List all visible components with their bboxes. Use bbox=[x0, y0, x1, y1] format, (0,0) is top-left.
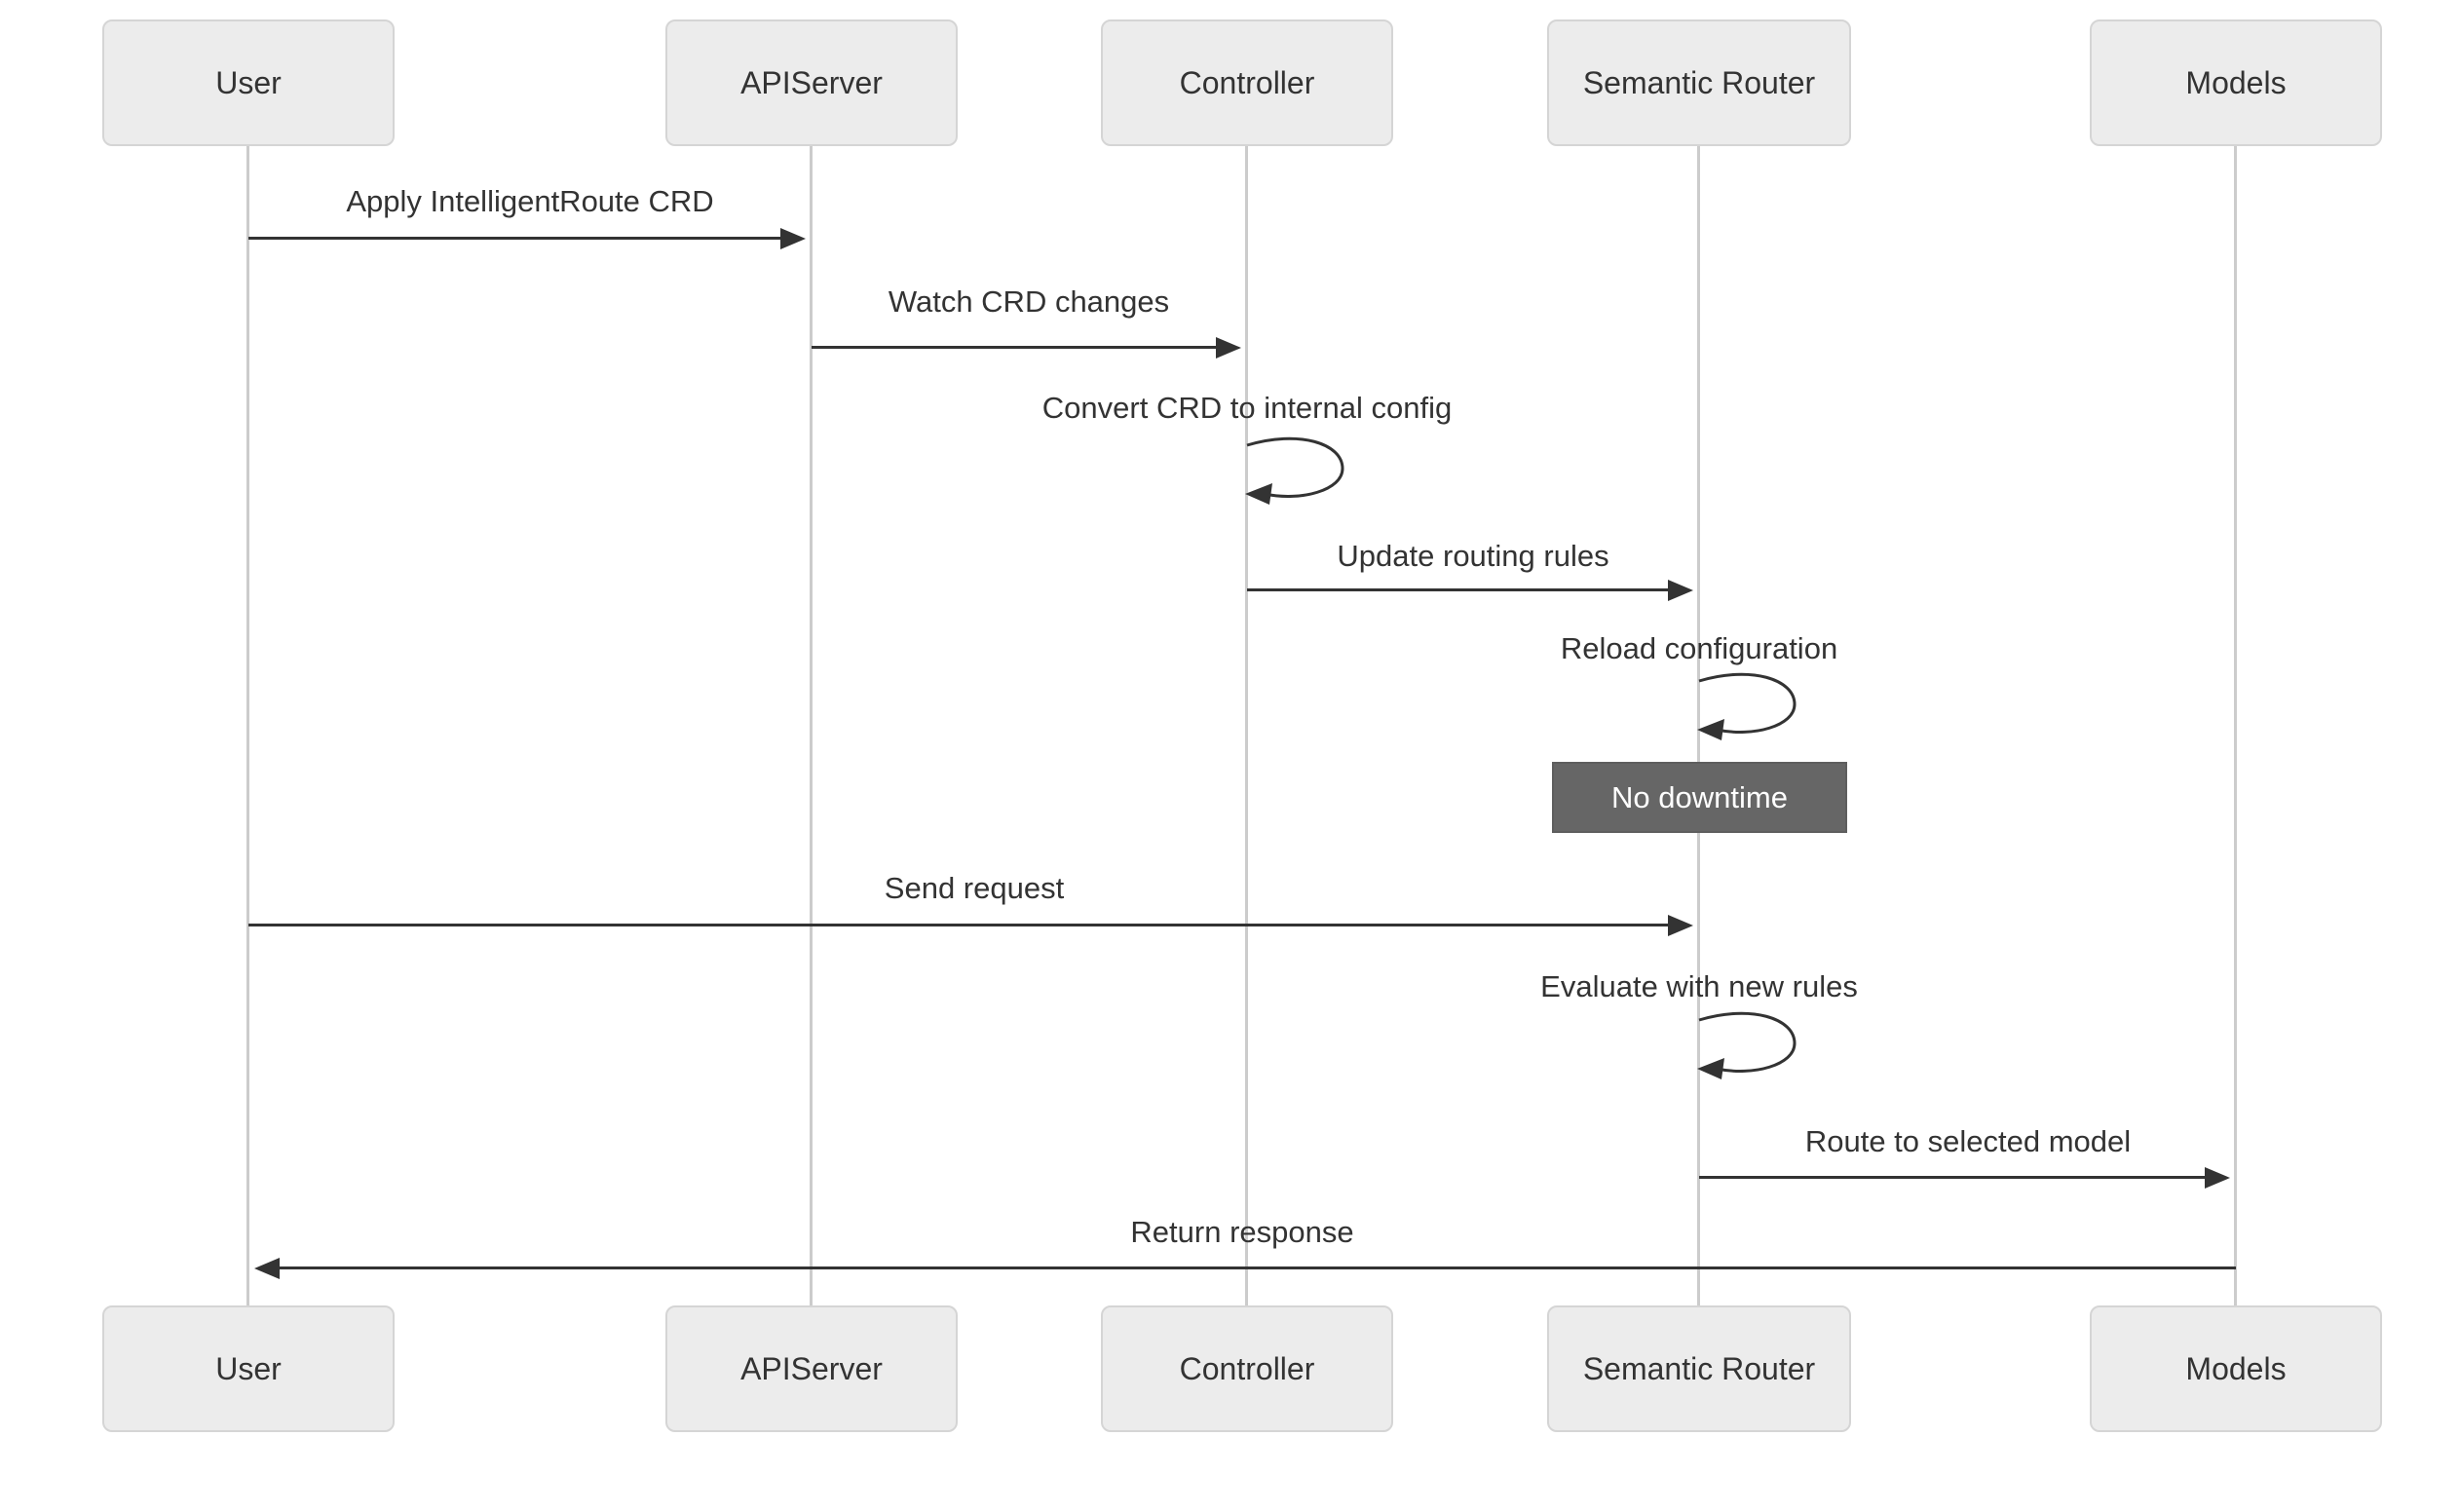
message-label: Update routing rules bbox=[1337, 539, 1609, 573]
lifeline-apiserver bbox=[810, 146, 813, 1305]
participant-models-bottom: Models bbox=[2090, 1305, 2382, 1432]
message-label: Watch CRD changes bbox=[888, 284, 1170, 319]
message-arrow bbox=[1247, 588, 1670, 591]
lifeline-controller bbox=[1245, 146, 1248, 1305]
participant-models-top: Models bbox=[2090, 19, 2382, 146]
message-label: Convert CRD to internal config bbox=[1041, 391, 1453, 425]
message-arrow bbox=[248, 924, 1670, 926]
participant-user-bottom: User bbox=[102, 1305, 395, 1432]
message-label: Route to selected model bbox=[1804, 1124, 2132, 1158]
message-label: Send request bbox=[884, 871, 1065, 905]
message-label: Reload configuration bbox=[1560, 631, 1838, 665]
self-loop-arrow bbox=[1245, 436, 1344, 505]
self-loop-arrow bbox=[1697, 672, 1797, 740]
participant-user-top: User bbox=[102, 19, 395, 146]
participant-semantic-router-bottom: Semantic Router bbox=[1547, 1305, 1851, 1432]
lifeline-user bbox=[246, 146, 249, 1305]
arrowhead bbox=[2205, 1167, 2230, 1189]
note-label: No downtime bbox=[1611, 779, 1788, 814]
message-arrow bbox=[278, 1266, 2236, 1269]
message-arrow bbox=[248, 237, 782, 240]
participant-apiserver-top: APIServer bbox=[665, 19, 958, 146]
self-loop-arrow bbox=[1697, 1011, 1797, 1079]
message-label: Evaluate with new rules bbox=[1540, 969, 1858, 1003]
message-arrow bbox=[812, 346, 1218, 349]
message-label: Apply IntelligentRoute CRD bbox=[346, 184, 714, 218]
message-arrow bbox=[1699, 1176, 2207, 1179]
participant-controller-bottom: Controller bbox=[1101, 1305, 1393, 1432]
lifeline-semantic-router bbox=[1697, 146, 1700, 1305]
arrowhead bbox=[1216, 337, 1241, 359]
participant-apiserver-bottom: APIServer bbox=[665, 1305, 958, 1432]
arrowhead bbox=[1668, 915, 1693, 936]
lifeline-models bbox=[2234, 146, 2237, 1305]
arrowhead bbox=[780, 228, 806, 249]
note-no-downtime: No downtime bbox=[1552, 762, 1847, 833]
arrowhead bbox=[1668, 580, 1693, 601]
participant-controller-top: Controller bbox=[1101, 19, 1393, 146]
arrowhead bbox=[254, 1258, 280, 1279]
participant-semantic-router-top: Semantic Router bbox=[1547, 19, 1851, 146]
message-label: Return response bbox=[1130, 1215, 1354, 1249]
